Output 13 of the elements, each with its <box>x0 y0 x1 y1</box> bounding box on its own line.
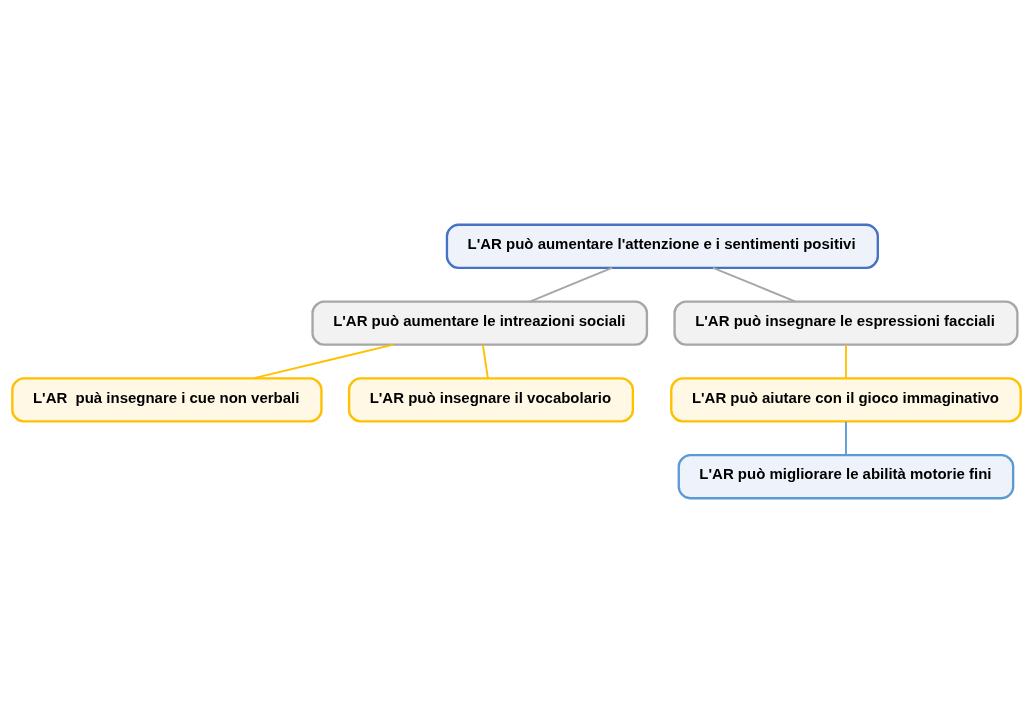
connector <box>252 343 395 379</box>
node-box: L'AR può insegnare le espressioni facciali <box>673 299 1019 346</box>
node-box: L'AR può aiutare con il gioco immaginativo <box>670 376 1022 423</box>
connector <box>529 266 613 302</box>
node-box: L'AR può insegnare il vocabolario <box>347 376 635 423</box>
node-box: L'AR può migliorare le abilità motorie fini <box>677 453 1015 499</box>
connector <box>712 266 797 302</box>
connector <box>845 343 847 379</box>
connector <box>845 420 847 456</box>
connector <box>481 343 489 379</box>
node-box: L'AR può aumentare le intreazioni sociali <box>311 299 649 346</box>
node-box: L'AR può aumentare l'attenzione e i sentimenti positivi <box>445 223 879 269</box>
node-box: L'AR puà insegnare i cue non verbali <box>11 376 323 423</box>
